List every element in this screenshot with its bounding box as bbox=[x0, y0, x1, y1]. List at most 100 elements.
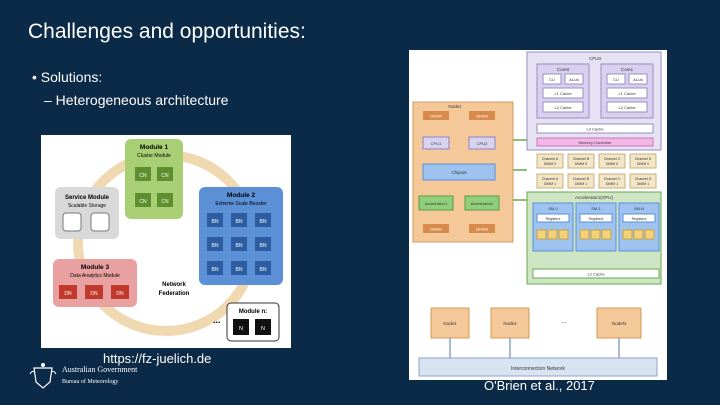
bn-label: BN bbox=[212, 243, 219, 249]
core-cell bbox=[633, 229, 644, 240]
channel-box bbox=[629, 173, 657, 189]
accel2-box bbox=[464, 195, 500, 211]
dimm-label: DIMM 0 bbox=[544, 162, 556, 166]
dram-label: DRAM bbox=[430, 227, 442, 232]
accel2-label: Accelerator2 bbox=[471, 201, 494, 206]
bn-label: BN bbox=[212, 219, 219, 225]
core1-label: Core1 bbox=[621, 67, 634, 72]
dram-box bbox=[423, 224, 449, 233]
n-node bbox=[255, 319, 271, 335]
node-box bbox=[430, 307, 470, 339]
source-right: O'Brien et al., 2017 bbox=[484, 378, 595, 393]
sm-box bbox=[532, 202, 574, 252]
cpu2-label: CPU2 bbox=[477, 141, 488, 146]
l3-label: L3 Cache bbox=[586, 127, 604, 132]
bullet-solutions: • Solutions: bbox=[32, 69, 103, 85]
channel-box bbox=[629, 153, 657, 169]
interconnect-label: Interconnection Network bbox=[511, 366, 565, 372]
storage-cylinder bbox=[62, 212, 82, 232]
core0-label: Core0 bbox=[557, 67, 570, 72]
sm1-label: SM-1 bbox=[591, 206, 601, 211]
l3-box bbox=[536, 123, 654, 134]
bn-node bbox=[207, 237, 223, 251]
node-box bbox=[490, 307, 530, 339]
bn-node bbox=[231, 213, 247, 227]
alus-label: ALUs bbox=[569, 77, 579, 82]
dimm-label: DIMM 0 bbox=[606, 162, 618, 166]
cpu1-label: CPU1 bbox=[431, 141, 442, 146]
bn-node bbox=[231, 237, 247, 251]
service-title: Service Module bbox=[65, 195, 110, 201]
network-label-1: Network bbox=[162, 282, 186, 288]
cn-label: CN bbox=[161, 199, 169, 205]
dram-box bbox=[469, 224, 495, 233]
sm0-label: SM-0 bbox=[548, 206, 558, 211]
channel-box bbox=[598, 173, 626, 189]
l1-label: L1 Cache bbox=[618, 91, 636, 96]
dimm-label: DIMM 1 bbox=[544, 182, 556, 186]
bn-node bbox=[207, 213, 223, 227]
bn-node bbox=[231, 261, 247, 275]
slide-title: Challenges and opportunities: bbox=[28, 20, 306, 43]
memctrl-label: Memory Controller bbox=[579, 140, 613, 145]
registers-box bbox=[536, 213, 570, 223]
core-cell bbox=[547, 229, 558, 240]
cn-node bbox=[157, 193, 173, 207]
dram-box bbox=[423, 111, 449, 120]
dimm-label: DIMM 1 bbox=[637, 182, 649, 186]
core-cell bbox=[601, 229, 612, 240]
bn-label: BN bbox=[236, 267, 243, 273]
service-sub: Scalable Storage bbox=[68, 203, 106, 209]
channel-box bbox=[567, 153, 595, 169]
channel-box bbox=[536, 153, 564, 169]
registers-label: Registers bbox=[589, 217, 604, 221]
node-label: NodeN bbox=[612, 321, 626, 326]
cu-label: CU bbox=[613, 77, 619, 82]
logo-line2: Bureau of Meteorology bbox=[62, 379, 119, 385]
channel-label: Channel C bbox=[604, 157, 621, 161]
dram-label: DRAM bbox=[476, 227, 488, 232]
channel-box bbox=[598, 153, 626, 169]
node-label: Node2 bbox=[503, 321, 517, 326]
l2-box bbox=[542, 101, 584, 113]
dn-node bbox=[85, 285, 103, 299]
accel1-box bbox=[418, 195, 454, 211]
core-cell bbox=[622, 229, 633, 240]
logo-line1: Australian Government bbox=[62, 365, 138, 374]
module2-sub: Extreme Scale Booster bbox=[215, 201, 266, 207]
bom-logo: Australian Government Bureau of Meteorol… bbox=[28, 360, 148, 396]
cn-node bbox=[135, 193, 151, 207]
bn-label: BN bbox=[260, 267, 267, 273]
core-cell bbox=[579, 229, 590, 240]
sm-box bbox=[575, 202, 617, 252]
module1-sub: Cluster Module bbox=[137, 153, 171, 159]
channel-label: Channel D bbox=[635, 177, 652, 181]
source-left: https://fz-juelich.de bbox=[103, 351, 212, 366]
dimm-label: DIMM 0 bbox=[637, 162, 649, 166]
node-ellipsis: ... bbox=[561, 319, 566, 325]
interconnect-box bbox=[418, 357, 658, 377]
core-cell bbox=[536, 229, 547, 240]
n-label: N bbox=[261, 326, 265, 332]
channel-label: Channel B bbox=[573, 177, 590, 181]
modular-architecture-figure: Module 1 Cluster Module CN CN CN CN Modu… bbox=[41, 135, 291, 348]
module2-title: Module 2 bbox=[227, 192, 256, 199]
node1-label: Node1 bbox=[448, 104, 462, 109]
bullet-heterogeneous: – Heterogeneous architecture bbox=[44, 92, 229, 108]
ellipsis: ... bbox=[213, 315, 221, 325]
alus-box bbox=[564, 73, 584, 85]
memctrl-box bbox=[536, 137, 654, 147]
cu-label: CU bbox=[549, 77, 555, 82]
dimm-label: DIMM 1 bbox=[575, 182, 587, 186]
bn-node bbox=[255, 237, 271, 251]
l2-label: L2 Cache bbox=[554, 105, 572, 110]
sm-box bbox=[618, 202, 660, 252]
module1-box bbox=[125, 139, 183, 219]
channel-box bbox=[536, 173, 564, 189]
chipset-box bbox=[422, 163, 496, 181]
n-label: N bbox=[239, 326, 243, 332]
module3-title: Module 3 bbox=[81, 264, 110, 271]
registers-box bbox=[579, 213, 613, 223]
bn-node bbox=[255, 213, 271, 227]
